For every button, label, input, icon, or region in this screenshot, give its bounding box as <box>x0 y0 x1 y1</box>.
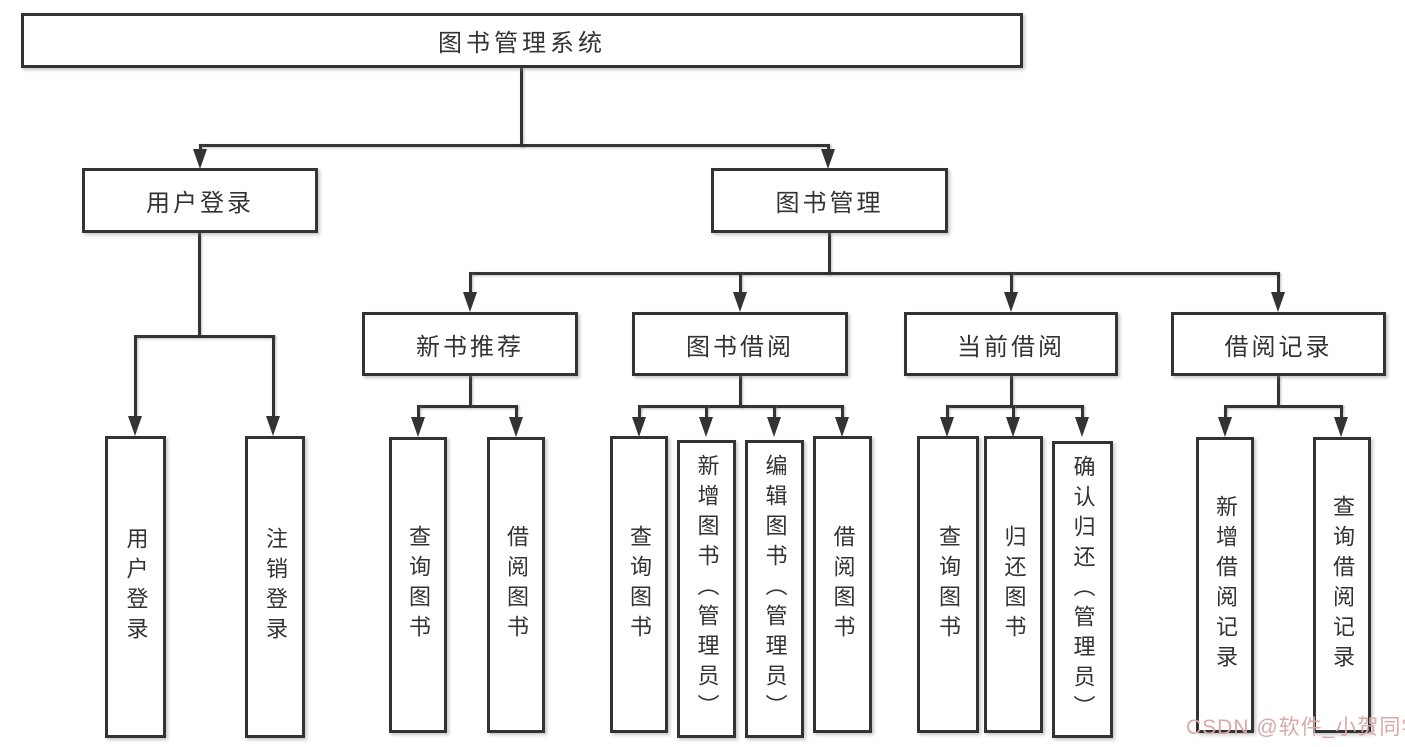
connector-drop <box>638 405 641 419</box>
node-label: 当前借阅 <box>957 333 1065 361</box>
arrowhead-down-icon <box>835 417 849 437</box>
node-book-management: 图书管理 <box>711 168 948 233</box>
connector-drop <box>1010 272 1013 294</box>
leaf-edit-books-admin: 编辑图书（管理员） <box>745 440 804 738</box>
node-label: 查询图书 <box>406 525 431 645</box>
node-book-borrowing: 图书借阅 <box>632 312 848 376</box>
arrowhead-down-icon <box>1004 292 1018 312</box>
leaf-query-books-recommend: 查询图书 <box>389 437 447 733</box>
arrowhead-down-icon <box>940 417 954 437</box>
leaf-query-borrow-record: 查询借阅记录 <box>1313 437 1371 733</box>
node-new-book-recommend: 新书推荐 <box>362 312 578 376</box>
leaf-return-books: 归还图书 <box>984 436 1043 733</box>
leaf-add-borrow-record: 新增借阅记录 <box>1196 437 1254 733</box>
arrowhead-down-icon <box>699 417 713 437</box>
connector-drop <box>827 144 830 152</box>
leaf-confirm-return-admin: 确认归还（管理员） <box>1052 441 1113 738</box>
arrowhead-down-icon <box>733 292 747 312</box>
connector-bookmgmt-stem <box>828 233 831 275</box>
arrowhead-down-icon <box>193 149 207 169</box>
connector-stem <box>469 376 472 407</box>
connector-drop <box>515 405 518 419</box>
connector-drop <box>199 144 202 152</box>
connector-rail <box>638 405 843 408</box>
connector-stem <box>1010 376 1013 407</box>
node-label: 借阅记录 <box>1224 333 1333 361</box>
node-library-system: 图书管理系统 <box>21 13 1023 68</box>
node-borrowing-records: 借阅记录 <box>1171 312 1386 376</box>
leaf-logout: 注销登录 <box>245 436 305 738</box>
arrowhead-down-icon <box>509 417 523 437</box>
arrowhead-down-icon <box>128 416 142 436</box>
arrowhead-down-icon <box>463 292 477 312</box>
node-label: 新书推荐 <box>416 333 524 361</box>
connector-stem <box>739 376 742 407</box>
connector-root-stem <box>520 68 523 147</box>
connector-rail <box>1224 405 1343 408</box>
connector-userlogin-stem <box>198 233 201 336</box>
csdn-watermark: CSDN @软件_小贺同学 <box>1186 716 1405 739</box>
leaf-add-books-admin: 新增图书（管理员） <box>677 440 736 738</box>
arrowhead-down-icon <box>1218 417 1232 437</box>
arrowhead-down-icon <box>1271 292 1285 312</box>
arrowhead-down-icon <box>632 417 646 437</box>
node-label: 编辑图书（管理员） <box>762 454 788 724</box>
node-label: 确认归还（管理员） <box>1070 454 1096 725</box>
node-label: 图书管理系统 <box>438 30 606 57</box>
connector-drop <box>705 405 708 419</box>
arrowhead-down-icon <box>1075 417 1089 437</box>
node-label: 图书借阅 <box>686 333 794 361</box>
arrowhead-down-icon <box>411 417 425 437</box>
connector-drop <box>134 335 137 417</box>
arrowhead-down-icon <box>821 149 835 169</box>
node-user-login: 用户登录 <box>82 168 318 233</box>
connector-drop <box>417 405 420 419</box>
leaf-borrow-books: 借阅图书 <box>813 436 872 733</box>
connector-drop <box>1277 272 1280 294</box>
connector-drop <box>469 272 472 294</box>
connector-userlogin-rail <box>134 335 275 338</box>
arrowhead-down-icon <box>266 416 280 436</box>
leaf-query-books-borrowing: 查询图书 <box>610 436 668 733</box>
node-label: 查询图书 <box>936 524 961 645</box>
arrowhead-down-icon <box>767 417 781 437</box>
connector-drop <box>773 405 776 419</box>
node-label: 注销登录 <box>263 527 288 647</box>
connector-level2-rail <box>199 144 830 147</box>
connector-drop <box>1081 405 1084 419</box>
connector-rail <box>417 405 518 408</box>
connector-drop <box>739 272 742 294</box>
arrowhead-down-icon <box>1334 417 1348 437</box>
node-label: 借阅图书 <box>830 524 856 645</box>
connector-drop <box>841 405 844 419</box>
leaf-borrow-books-recommend: 借阅图书 <box>487 437 545 733</box>
connector-drop <box>1224 405 1227 419</box>
node-label: 新增图书（管理员） <box>694 454 720 724</box>
node-label: 查询图书 <box>627 524 652 645</box>
node-label: 新增借阅记录 <box>1213 495 1238 675</box>
node-label: 借阅图书 <box>504 525 529 645</box>
connector-drop <box>946 405 949 419</box>
connector-drop <box>272 335 275 417</box>
node-label: 图书管理 <box>775 190 884 217</box>
connector-stem <box>1277 376 1280 407</box>
arrowhead-down-icon <box>1006 417 1020 437</box>
leaf-query-books-current: 查询图书 <box>917 436 979 733</box>
node-label: 用户登录 <box>146 190 254 217</box>
leaf-user-login: 用户登录 <box>105 436 166 738</box>
connector-drop <box>1340 405 1343 419</box>
connector-level3-rail <box>469 272 1279 275</box>
node-label: 归还图书 <box>1001 524 1027 645</box>
node-label: 查询借阅记录 <box>1330 495 1355 675</box>
node-current-borrowing: 当前借阅 <box>904 312 1118 376</box>
connector-drop <box>1012 405 1015 419</box>
node-label: 用户登录 <box>123 527 149 647</box>
